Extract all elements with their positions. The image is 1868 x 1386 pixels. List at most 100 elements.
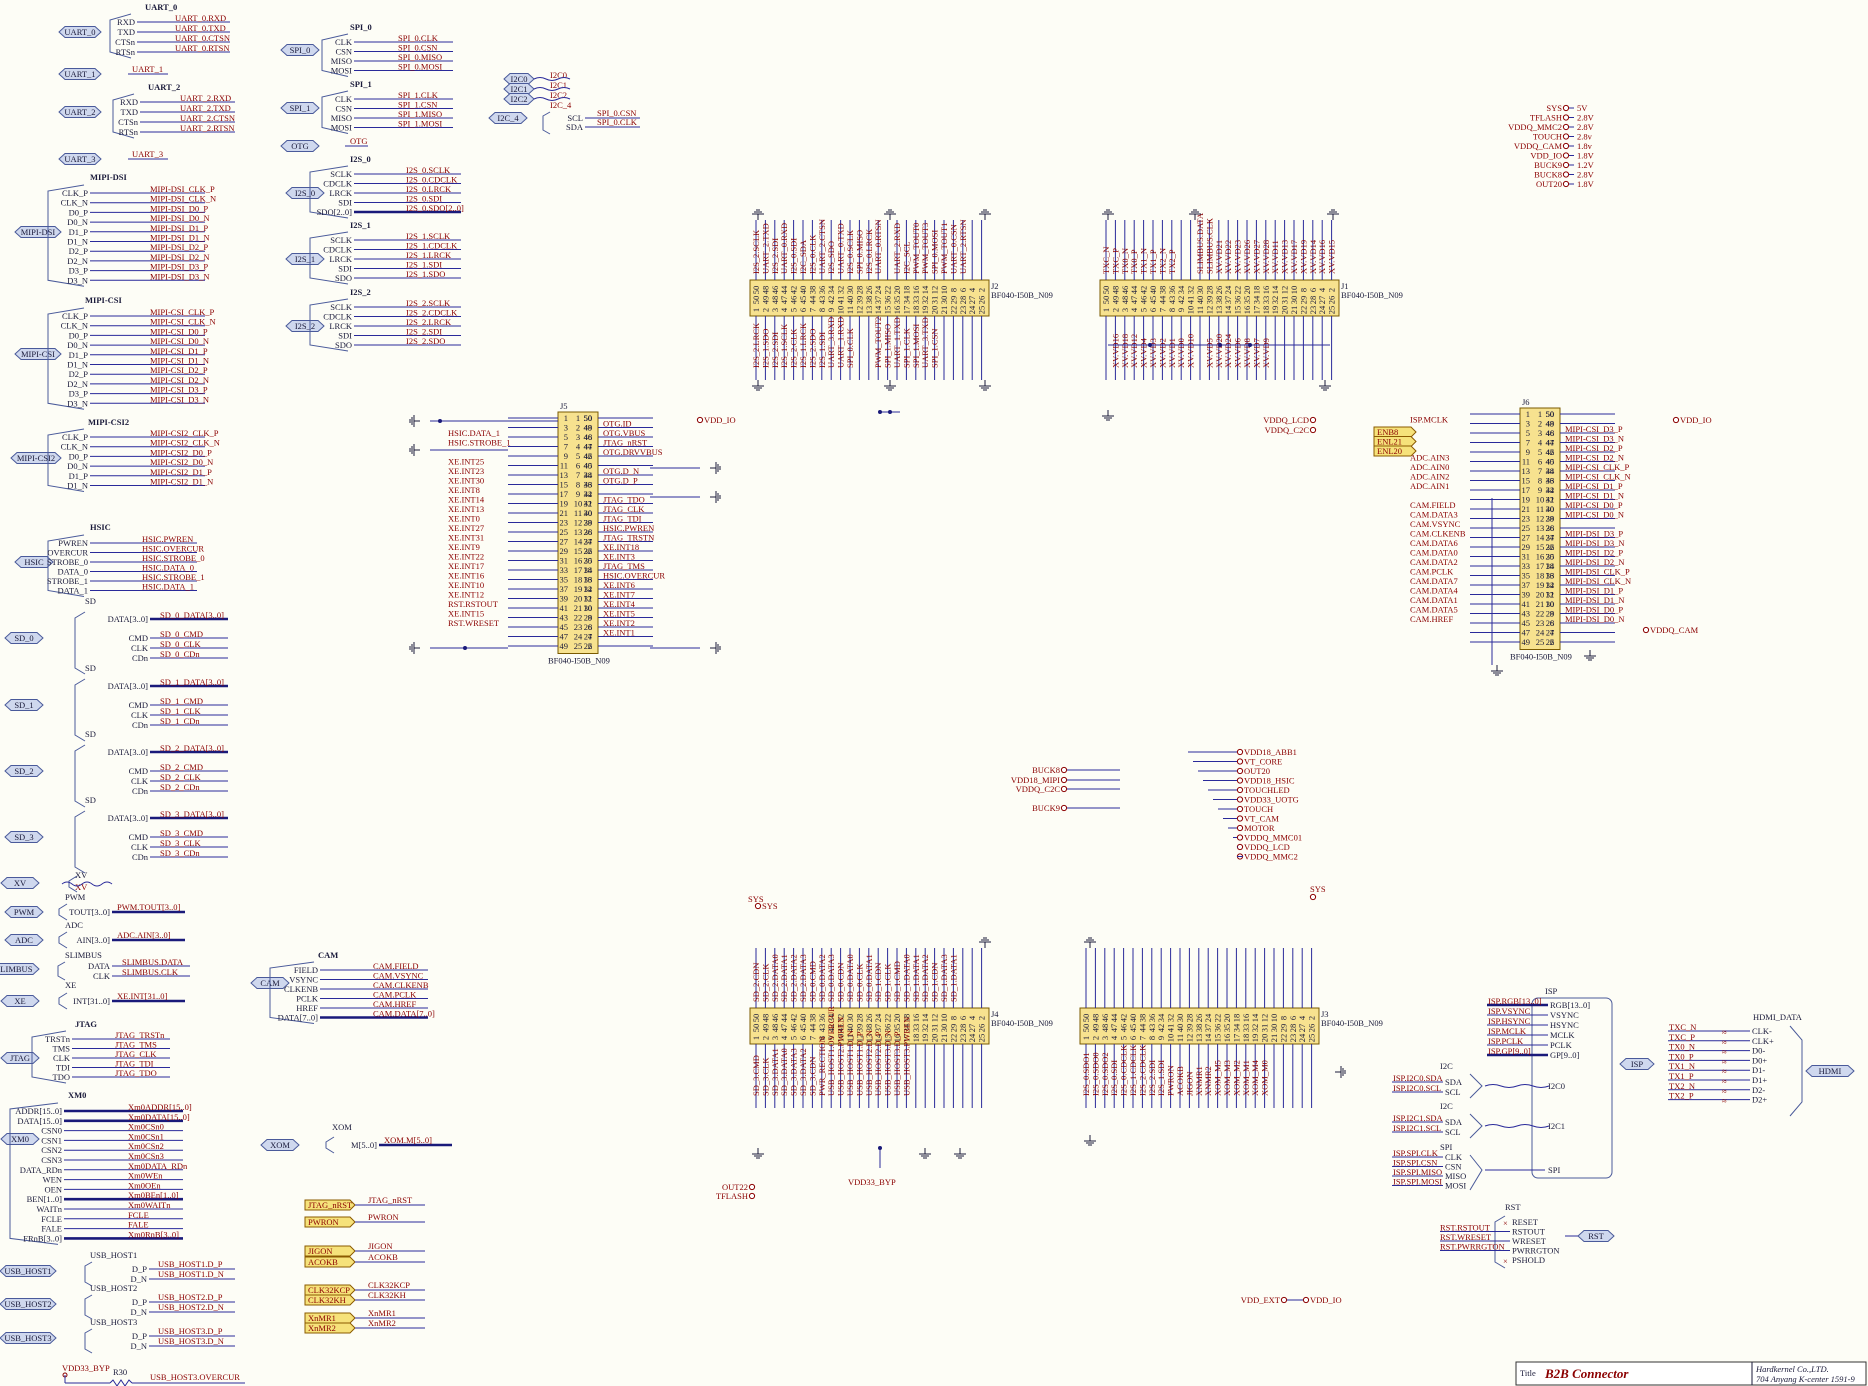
- power-symbol: [1236, 805, 1244, 813]
- pin-number: 8: [817, 1036, 827, 1040]
- sheet-port[interactable]: [0, 963, 40, 975]
- sheet-port[interactable]: [1805, 1065, 1855, 1077]
- sheet-port[interactable]: [285, 320, 325, 332]
- net-label: MIPI-CSI_D1_P: [150, 346, 208, 356]
- power-port[interactable]: [304, 1216, 356, 1228]
- sheet-port[interactable]: [4, 934, 44, 946]
- pin-number: 36: [1147, 1014, 1157, 1023]
- sheet-port[interactable]: [4, 632, 44, 644]
- ferrite-bead: ≈: [1722, 1027, 1727, 1037]
- sheet-port[interactable]: [0, 1298, 57, 1310]
- sheet-port[interactable]: [1619, 1058, 1655, 1070]
- sheet-port-label: UART_1: [64, 69, 95, 79]
- sheet-port[interactable]: [0, 1052, 40, 1064]
- pin-label: CSN: [335, 47, 352, 57]
- pin-number: 14: [584, 584, 593, 594]
- sheet-port-label: SLIMBUS: [0, 964, 33, 974]
- power-port[interactable]: [1373, 426, 1417, 438]
- sheet-port[interactable]: [285, 187, 325, 199]
- sheet-port-label: ADC: [15, 935, 33, 945]
- pin-number: 11: [845, 1034, 855, 1042]
- sheet-port[interactable]: [58, 26, 102, 38]
- sheet-port[interactable]: [280, 44, 320, 56]
- sheet-port[interactable]: [4, 906, 44, 918]
- sheet-port[interactable]: [4, 765, 44, 777]
- sheet-port[interactable]: [4, 831, 44, 843]
- junction: [888, 410, 892, 414]
- sheet-port[interactable]: [280, 102, 320, 114]
- net-label: USB_HOST2.D_N: [158, 1302, 224, 1312]
- power-port[interactable]: [1373, 445, 1417, 457]
- pin-number: 30: [1546, 504, 1555, 514]
- power-port[interactable]: [304, 1245, 356, 1257]
- sheet-port[interactable]: [0, 1332, 57, 1344]
- pin-label: D1_P: [69, 471, 89, 481]
- pin-number: 38: [807, 286, 817, 295]
- net-label: UART_0.CSN: [948, 224, 958, 274]
- pin-label: D1_N: [67, 237, 88, 247]
- pin-number: 42: [789, 286, 799, 295]
- sheet-port[interactable]: [14, 226, 62, 238]
- net-label: I2S_0.CDCLK: [406, 175, 458, 185]
- pin-number: 20: [574, 594, 583, 604]
- sheet-port[interactable]: [0, 995, 40, 1007]
- pin-number: 49: [1522, 637, 1531, 647]
- sheet-port[interactable]: [280, 140, 320, 152]
- power-port[interactable]: [304, 1284, 356, 1296]
- pin-label: SDO: [335, 273, 352, 283]
- sheet-port[interactable]: [488, 112, 528, 124]
- power-port[interactable]: [304, 1322, 356, 1334]
- pin-number: 9: [826, 1036, 836, 1040]
- sheet-port[interactable]: [4, 699, 44, 711]
- pin-number: 17: [1231, 1034, 1241, 1043]
- net-label: ISP.MCLK: [1488, 1026, 1527, 1036]
- sheet-port[interactable]: [58, 153, 102, 165]
- net-label: XOM.M[5..0]: [384, 1135, 432, 1145]
- pin-number: 13: [1536, 523, 1545, 533]
- connector-ref: J2: [991, 281, 999, 291]
- power-port[interactable]: [304, 1199, 356, 1211]
- pin-number: 10: [1186, 306, 1196, 315]
- pin-number: 49: [1110, 296, 1120, 305]
- pin-number: 43: [1167, 296, 1177, 305]
- power-port[interactable]: [304, 1294, 356, 1306]
- net-label: PWR_RECTION: [817, 1037, 827, 1097]
- power-port[interactable]: [1373, 436, 1417, 447]
- net-label: XE.INT13: [448, 504, 484, 514]
- power-symbol: [1236, 796, 1244, 803]
- sheet-port[interactable]: [260, 1139, 300, 1151]
- sheet-port[interactable]: [14, 556, 54, 568]
- power-symbol: [1236, 815, 1244, 822]
- power-port[interactable]: [304, 1312, 356, 1324]
- pin-label: RXD: [117, 17, 135, 27]
- net-label: XNMR2: [1203, 1066, 1213, 1096]
- power-port-label: XnMR1: [308, 1313, 336, 1323]
- pin-number: 48: [584, 423, 593, 433]
- power-net-value: 1.8V: [1577, 179, 1595, 189]
- power-net-label: VDDQ_MMC2: [1244, 852, 1298, 862]
- sheet-port[interactable]: [285, 253, 325, 265]
- sheet-port[interactable]: [1577, 1230, 1615, 1242]
- pin-label: D_N: [130, 1341, 147, 1351]
- power-net-label: VDDQ_LCD: [1244, 842, 1290, 852]
- net-label: TXC_P: [1110, 248, 1120, 274]
- sheet-port[interactable]: [0, 1265, 57, 1277]
- pin-number: 20: [1260, 1034, 1270, 1043]
- pin-label: D3_P: [69, 266, 89, 276]
- net-label: CAM.DATA4: [1410, 586, 1458, 596]
- pin-number: 13: [1214, 306, 1224, 315]
- power-port[interactable]: [304, 1256, 356, 1268]
- block-title: I2C: [1440, 1061, 1453, 1071]
- net-label: RST.PWRRGTON: [1440, 1242, 1505, 1252]
- pin-label: DATA[3..0]: [108, 747, 149, 757]
- net-label: ISP.GP[9..0]: [1488, 1046, 1531, 1056]
- sheet-port[interactable]: [58, 68, 102, 80]
- pin-label: RTSn: [116, 47, 136, 57]
- net-label: I2S_2.CDCLK: [406, 308, 458, 318]
- sheet-port[interactable]: [58, 106, 102, 118]
- pin-number: 16: [1546, 571, 1555, 581]
- sheet-port[interactable]: [0, 877, 40, 889]
- net-label: SD_3.DATA1: [770, 1048, 780, 1096]
- sheet-port[interactable]: [14, 348, 62, 360]
- pin-number: 14: [1250, 1013, 1260, 1022]
